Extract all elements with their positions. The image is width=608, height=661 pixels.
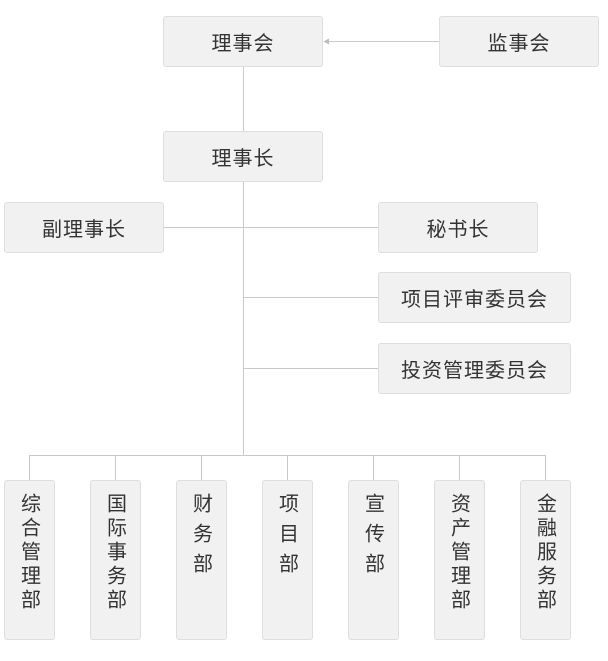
line-drop-dept-5 xyxy=(373,455,374,480)
vice-chairman-label: 副理事长 xyxy=(42,217,126,241)
board-label: 理事会 xyxy=(211,31,275,55)
project-committee-node: 项目评审委员会 xyxy=(378,272,571,323)
department-label: 金融服务部 xyxy=(533,493,558,613)
department-node: 金融服务部 xyxy=(520,480,571,640)
board-node: 理事会 xyxy=(163,16,323,67)
chairman-node: 理事长 xyxy=(163,131,323,182)
department-node: 综合管理部 xyxy=(4,480,55,640)
department-label: 项目部 xyxy=(275,493,300,583)
line-drop-dept-6 xyxy=(459,455,460,480)
department-label: 资产管理部 xyxy=(447,493,472,613)
line-drop-dept-7 xyxy=(545,455,546,480)
project-committee-label: 项目评审委员会 xyxy=(401,287,548,311)
line-vice-secretary xyxy=(163,227,378,228)
supervisors-label: 监事会 xyxy=(487,31,551,55)
line-drop-dept-3 xyxy=(201,455,202,480)
department-node: 项目部 xyxy=(262,480,313,640)
department-node: 国际事务部 xyxy=(90,480,141,640)
line-drop-dept-2 xyxy=(115,455,116,480)
department-node: 资产管理部 xyxy=(434,480,485,640)
vice-chairman-node: 副理事长 xyxy=(4,202,164,253)
investment-committee-label: 投资管理委员会 xyxy=(401,358,548,382)
department-node: 宣传部 xyxy=(348,480,399,640)
secretary-general-node: 秘书长 xyxy=(378,202,538,253)
investment-committee-node: 投资管理委员会 xyxy=(378,343,571,394)
supervisors-node: 监事会 xyxy=(439,16,599,67)
line-drop-dept-4 xyxy=(287,455,288,480)
chairman-label: 理事长 xyxy=(211,146,275,170)
line-to-investment-committee xyxy=(243,368,378,369)
line-board-chairman xyxy=(243,67,244,131)
department-label: 财务部 xyxy=(189,493,214,583)
line-drop-dept-1 xyxy=(29,455,30,480)
secretary-general-label: 秘书长 xyxy=(426,217,490,241)
department-label: 国际事务部 xyxy=(103,493,128,613)
line-to-project-committee xyxy=(243,297,378,298)
line-main-trunk xyxy=(243,182,244,455)
department-label: 综合管理部 xyxy=(17,493,42,613)
department-label: 宣传部 xyxy=(361,493,386,583)
department-node: 财务部 xyxy=(176,480,227,640)
